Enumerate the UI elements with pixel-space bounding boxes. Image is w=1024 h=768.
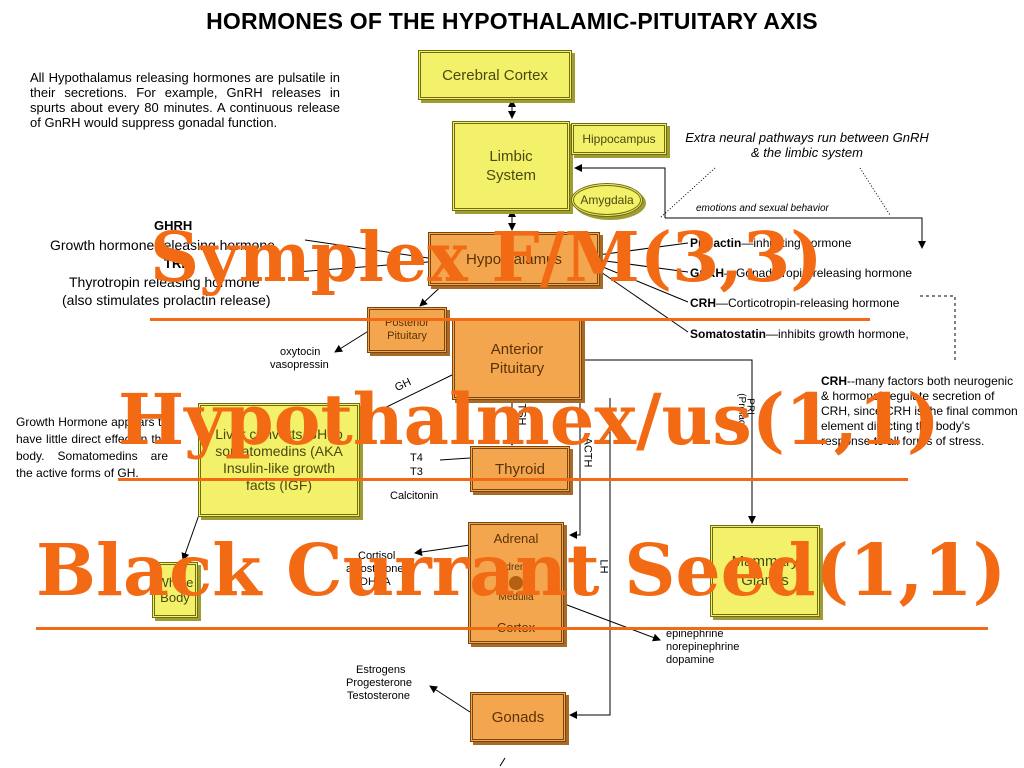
adrenal-inner-label: Adrenal bbox=[498, 562, 534, 573]
connector-emotions bbox=[665, 217, 926, 249]
testosterone-label: Testosterone bbox=[347, 690, 410, 702]
connector-limbic-feedback bbox=[574, 164, 666, 218]
connector-crh-dashed bbox=[920, 295, 956, 360]
connector-gonads-estrogens bbox=[429, 685, 471, 713]
overlay-line-2: Hypothalmex/us(1,1) bbox=[118, 378, 940, 461]
connector-anterior-gonads bbox=[569, 398, 611, 719]
medulla-label: Medulla bbox=[498, 592, 534, 603]
anterior-pituitary-label: Anterior Pituitary bbox=[489, 341, 545, 377]
amygdala-label: Amygdala bbox=[580, 193, 634, 207]
connector-anterior-adrenal bbox=[569, 398, 581, 539]
crh-note: CRH--many factors both neurogenic & horm… bbox=[821, 374, 1018, 448]
ghrh-full: Growth hormone-releasing hormone bbox=[50, 237, 275, 253]
adrenal-box: Adrenal Adrenal Medulla Cortex bbox=[468, 522, 564, 644]
connector-extra-neural-left bbox=[659, 167, 716, 219]
gh-note: Growth Hormone appears to have little di… bbox=[16, 415, 168, 480]
overlay-underline-3 bbox=[36, 627, 988, 630]
thyroid-label: Thyroid bbox=[494, 460, 546, 478]
cortisol-label: Cortisol bbox=[358, 550, 396, 562]
hypothalamus-box: Hypothalamus bbox=[428, 232, 600, 286]
mammary-glands-label: Mammary Glands bbox=[731, 553, 799, 589]
trh-full: Thyrotropin releasing hormone bbox=[69, 274, 260, 290]
overlay-line-3: Black Currant Seed(1,1) bbox=[36, 528, 1007, 612]
norepinephrine-label: norepinephrine bbox=[666, 641, 740, 653]
dhea-label: DHEA bbox=[360, 576, 391, 588]
overlay-underline-1 bbox=[150, 318, 870, 321]
calcitonin-label: Calcitonin bbox=[390, 490, 439, 502]
mammary-glands-box: Mammary Glands bbox=[710, 525, 820, 617]
intro-text: All Hypothalamus releasing hormones are … bbox=[30, 70, 340, 130]
ghrh-abbr: GHRH bbox=[154, 218, 193, 233]
liver-label: Liver converts GH to somatomedins (AKA I… bbox=[215, 426, 343, 493]
limbic-system-box: Limbic System bbox=[452, 121, 570, 211]
extra-neural-note: Extra neural pathways run between GnRH &… bbox=[685, 130, 929, 160]
connector-hypo-somatostatin bbox=[597, 269, 689, 333]
vasopressin-label: vasopressin bbox=[270, 359, 329, 371]
hypothalamus-label: Hypothalamus bbox=[466, 250, 562, 268]
connector-liver-wholebody bbox=[181, 511, 201, 561]
gonads-label: Gonads bbox=[491, 708, 545, 726]
overlay-line-1: Symplex F/M(3,3) bbox=[150, 218, 823, 298]
connector-hypo-prolactin bbox=[597, 242, 689, 256]
estrogens-label: Estrogens bbox=[356, 664, 406, 676]
connector-posterior-oxytocin bbox=[334, 329, 371, 353]
connector-anterior-liver bbox=[359, 374, 453, 421]
trh-abbr: TRH bbox=[164, 256, 191, 271]
liver-box: Liver converts GH to somatomedins (AKA I… bbox=[198, 403, 360, 517]
cerebral-cortex-label: Cerebral Cortex bbox=[442, 66, 548, 84]
adrenal-inner: Adrenal Medulla bbox=[498, 562, 533, 604]
t3-label: T3 bbox=[410, 466, 423, 478]
limbic-system-label: Limbic System bbox=[485, 148, 536, 184]
connector-thyroid-t4 bbox=[439, 457, 471, 461]
connector-hypo-crh bbox=[597, 264, 689, 303]
page-title: HORMONES OF THE HYPOTHALAMIC-PITUITARY A… bbox=[206, 8, 818, 34]
gnrh-label: GnRH—Gonadotropin-releasing hormone bbox=[690, 266, 913, 280]
oxytocin-label: oxytocin bbox=[280, 346, 321, 358]
connector-extra-neural-right bbox=[859, 167, 891, 216]
whole-body-box: Whole Body bbox=[152, 562, 198, 618]
emotions-label: emotions and sexual behavior bbox=[696, 203, 829, 214]
dopamine-label: dopamine bbox=[666, 654, 715, 666]
progesterone-label: Progesterone bbox=[346, 677, 413, 689]
hippocampus-box: Hippocampus bbox=[571, 123, 667, 155]
crh-label: CRH—Corticotropin-releasing hormone bbox=[690, 296, 900, 310]
trh-note: (also stimulates prolactin release) bbox=[62, 292, 271, 308]
connector-hypo-ghrh bbox=[304, 239, 429, 259]
connector-hypo-trh bbox=[295, 261, 429, 273]
thyroid-box: Thyroid bbox=[470, 446, 570, 492]
aldosterone-label: aldosterone bbox=[346, 563, 404, 575]
hippocampus-label: Hippocampus bbox=[582, 132, 656, 146]
adrenal-title: Adrenal bbox=[493, 531, 539, 546]
prolactin-label: Prolactin—inhibiting hormone bbox=[690, 236, 852, 250]
posterior-pituitary-box: Posterior Pituitary bbox=[367, 307, 447, 353]
anterior-pituitary-box: Anterior Pituitary bbox=[452, 318, 582, 400]
overlay-underline-2 bbox=[118, 478, 908, 481]
epinephrine-label: epinephrine bbox=[666, 628, 724, 640]
gonads-box: Gonads bbox=[470, 692, 566, 742]
connector-anterior-mammary bbox=[585, 359, 756, 524]
somatostatin-label: Somatostatin—inhibits growth hormone, bbox=[690, 327, 909, 341]
connector-adrenal-cortisol bbox=[414, 544, 471, 556]
t4-label: T4 bbox=[410, 452, 423, 464]
connector-hypo-gnrh bbox=[597, 259, 689, 273]
medulla-dot bbox=[509, 576, 523, 590]
amygdala-oval: Amygdala bbox=[571, 183, 643, 217]
cerebral-cortex-box: Cerebral Cortex bbox=[418, 50, 572, 100]
whole-body-label: Whole Body bbox=[156, 575, 194, 605]
